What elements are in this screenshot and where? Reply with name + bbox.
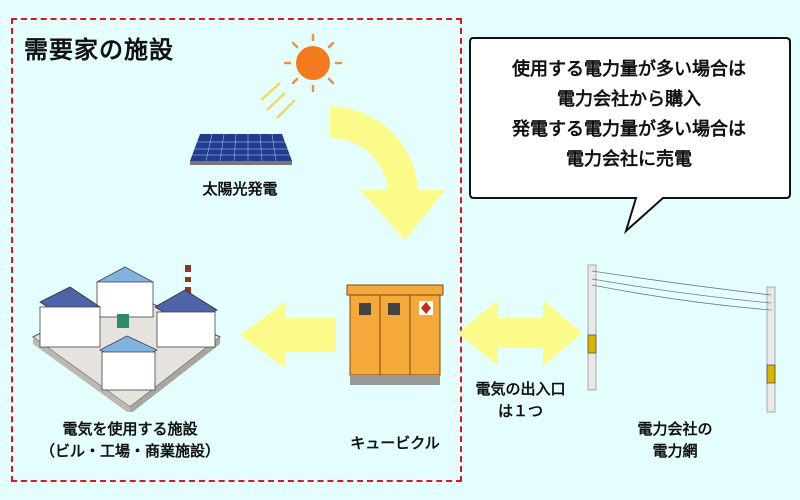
sun-icon bbox=[283, 33, 343, 93]
speech-bubble bbox=[469, 37, 791, 235]
left-arrow-icon bbox=[240, 302, 336, 368]
cubicle-label: キュービクル bbox=[350, 434, 440, 452]
facilities-illustration bbox=[32, 265, 221, 412]
curved-arrow-icon bbox=[330, 106, 445, 240]
bubble-line1: 使用する電力量が多い場合は bbox=[512, 59, 746, 80]
grid-label-line2: 電力網 bbox=[652, 442, 698, 460]
customer-facility-boundary bbox=[11, 18, 462, 482]
sunray-icon bbox=[260, 82, 296, 119]
bubble-line3: 発電する電力量が多い場合は bbox=[512, 119, 746, 140]
entrance-label-line2: は１つ bbox=[497, 402, 543, 420]
facility-label-line2: （ビル・工場・商業施設） bbox=[39, 442, 220, 460]
entrance-label: 電気の出入口 は１つ bbox=[458, 378, 583, 422]
entrance-label-line1: 電気の出入口 bbox=[475, 380, 566, 398]
cubicle-icon bbox=[346, 284, 444, 385]
double-arrow-icon bbox=[458, 300, 582, 366]
bubble-line2: 電力会社から購入 bbox=[557, 89, 701, 110]
facility-label-line1: 電気を使用する施設 bbox=[62, 420, 198, 438]
facility-label: 電気を使用する施設 （ビル・工場・商業施設） bbox=[25, 418, 235, 462]
grid-label-line1: 電力会社の bbox=[637, 420, 713, 438]
page-title: 需要家の施設 bbox=[24, 36, 174, 64]
speech-bubble-text: 使用する電力量が多い場合は 電力会社から購入 発電する電力量が多い場合は 電力会… bbox=[476, 55, 782, 175]
solar-label: 太陽光発電 bbox=[202, 180, 278, 198]
utility-poles-icon bbox=[587, 264, 776, 413]
solar-panel-icon bbox=[190, 133, 292, 165]
grid-label: 電力会社の 電力網 bbox=[610, 418, 740, 462]
bubble-line4: 電力会社に売電 bbox=[566, 149, 692, 170]
